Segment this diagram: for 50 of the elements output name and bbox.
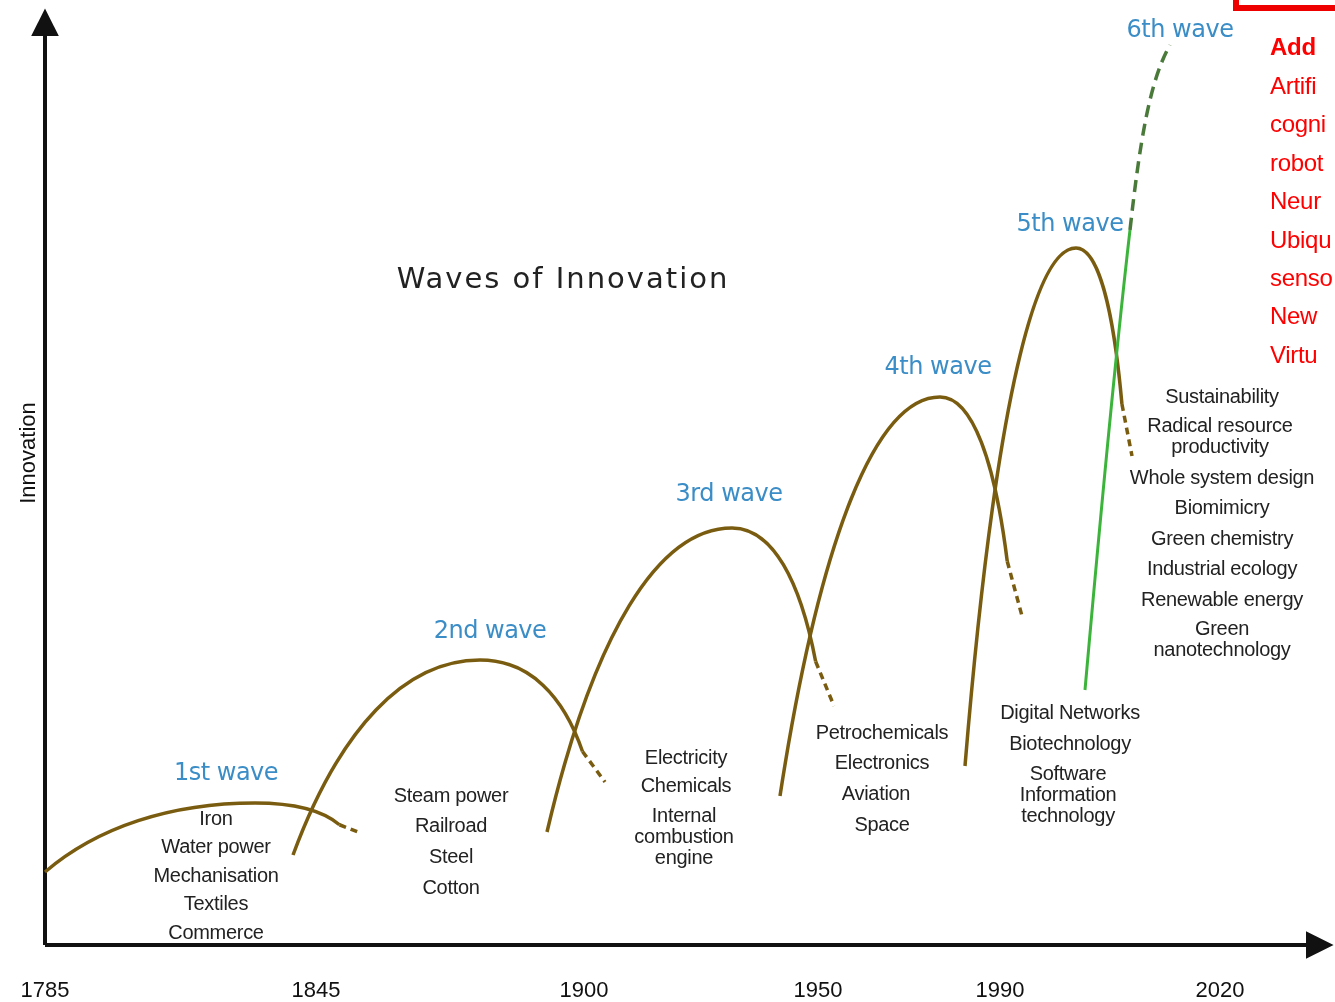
innovation-label: Water power xyxy=(161,835,271,857)
year-label: 1785 xyxy=(20,978,70,1002)
innovation-label: Software Information technology xyxy=(1018,762,1118,826)
innovation-label: Biomimicry xyxy=(1174,496,1270,518)
note-text: Virtu xyxy=(1270,342,1318,368)
note-text: Ubiqu xyxy=(1270,227,1332,253)
year-label: 1900 xyxy=(559,978,609,1002)
year-label: 1990 xyxy=(975,978,1025,1002)
innovation-label: Mechanisation xyxy=(153,864,279,886)
innovation-label: Steel xyxy=(428,845,474,867)
year-label: 1845 xyxy=(291,978,341,1002)
wave-label: 1st wave xyxy=(173,760,279,786)
innovation-label: Commerce xyxy=(168,921,264,943)
year-label: 1950 xyxy=(793,978,843,1002)
innovation-label: Biotechnology xyxy=(1009,732,1131,754)
innovation-label: Green chemistry xyxy=(1150,527,1294,549)
innovation-label: Internal combustion engine xyxy=(633,804,735,868)
innovation-label: Steam power xyxy=(393,784,509,806)
wave-label: 2nd wave xyxy=(433,618,547,644)
diagram-title: Waves of Innovation xyxy=(396,261,730,295)
note-heading: Add xyxy=(1270,34,1316,60)
innovation-label: Iron xyxy=(199,807,233,829)
note-text: New xyxy=(1270,303,1318,329)
innovation-label: Petrochemicals xyxy=(815,721,949,743)
innovation-label: Renewable energy xyxy=(1141,588,1303,610)
note-text: senso xyxy=(1270,265,1333,291)
innovation-label: Electricity xyxy=(644,746,728,768)
innovation-label: Green nanotechnology xyxy=(1152,618,1292,660)
innovation-label: Cotton xyxy=(422,876,480,898)
innovation-label: Chemicals xyxy=(640,774,732,796)
wave-label: 3rd wave xyxy=(675,481,783,507)
innovation-label: Sustainability xyxy=(1165,385,1279,407)
axis-title: Innovation xyxy=(16,402,40,504)
innovation-label: Space xyxy=(854,813,910,835)
innovation-label: Electronics xyxy=(834,751,930,773)
innovation-label: Whole system design xyxy=(1129,466,1315,488)
note-text: Neur xyxy=(1270,188,1321,214)
wave-label: 4th wave xyxy=(884,354,992,380)
innovation-label: Digital Networks xyxy=(1000,701,1140,723)
innovation-label: Aviation xyxy=(841,782,911,804)
year-label: 2020 xyxy=(1195,978,1245,1002)
wave-label: 6th wave xyxy=(1126,17,1234,43)
innovation-label: Railroad xyxy=(414,814,488,836)
note-text: robot xyxy=(1270,150,1324,176)
innovation-label: Industrial ecology xyxy=(1146,557,1298,579)
innovation-label: Textiles xyxy=(183,892,249,914)
note-text: cogni xyxy=(1270,111,1326,137)
innovation-label: Radical resource productivity xyxy=(1146,415,1294,457)
note-text: Artifi xyxy=(1270,73,1317,99)
wave-label: 5th wave xyxy=(1016,211,1124,237)
